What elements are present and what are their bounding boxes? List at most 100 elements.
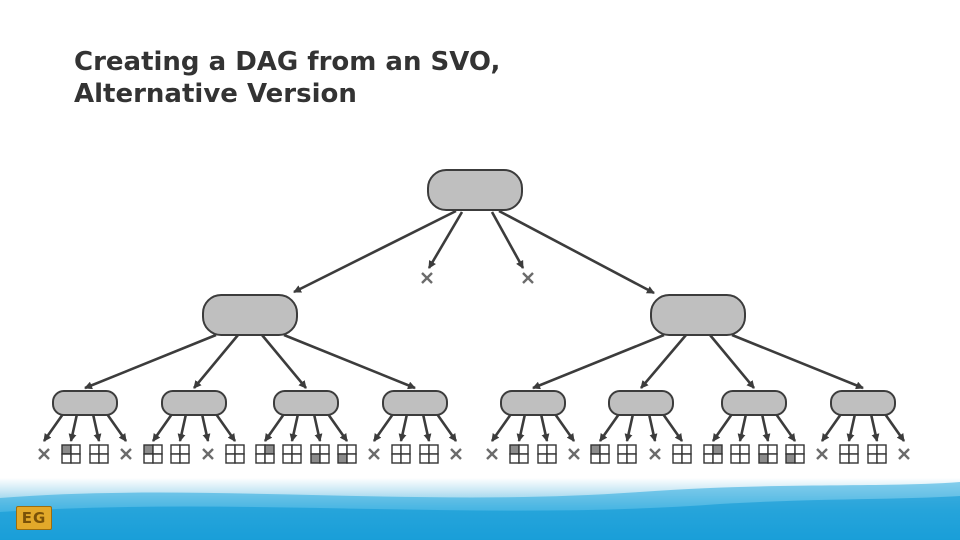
tile-cell: [518, 444, 529, 455]
tile-cell: [590, 444, 601, 455]
edge-level2-to-child: [326, 413, 349, 442]
tile-cell: [143, 444, 154, 455]
empty-marker-stroke: [202, 448, 214, 460]
tile-cell: [98, 453, 109, 464]
tile-cell: [703, 444, 714, 455]
voxel-tile: [391, 444, 411, 464]
tile-cell: [179, 444, 190, 455]
tile-cell: [867, 444, 878, 455]
tile-cell: [848, 453, 859, 464]
edge-level2-to-child: [539, 413, 550, 442]
voxel-tile: [867, 444, 887, 464]
level1-node-B: [650, 294, 746, 336]
edge-level1-to-level2: [260, 334, 308, 389]
empty-marker-stroke: [816, 448, 828, 460]
tile-cell: [319, 444, 330, 455]
voxel-tile: [758, 444, 778, 464]
edge-level2-to-child: [624, 413, 635, 442]
tile-cell: [839, 453, 850, 464]
tile-cell: [712, 453, 723, 464]
tile-cell: [70, 444, 81, 455]
voxel-tile: [310, 444, 330, 464]
empty-child-marker: [202, 448, 214, 460]
empty-child-marker: [486, 448, 498, 460]
tile-cell: [264, 453, 275, 464]
tile-cell: [794, 453, 805, 464]
empty-marker-stroke: [649, 448, 661, 460]
edge-level2-to-child: [68, 413, 79, 442]
tile-cell: [590, 453, 601, 464]
edge-level2-to-child: [883, 413, 906, 442]
tile-cell: [739, 453, 750, 464]
empty-marker-stroke: [120, 448, 132, 460]
edge-level2-to-child: [42, 413, 65, 442]
tile-cell: [712, 444, 723, 455]
tile-cell: [546, 453, 557, 464]
edge-level2-to-child: [516, 413, 527, 442]
edge-level2-to-child: [398, 413, 409, 442]
footer-wave: [0, 482, 960, 540]
tile-cell: [428, 453, 439, 464]
tile-cell: [170, 444, 181, 455]
tile-cell: [839, 444, 850, 455]
level2-node-A2: [161, 390, 227, 416]
tile-cell: [400, 444, 411, 455]
tile-cell: [89, 453, 100, 464]
tile-cell: [785, 444, 796, 455]
edge-level2-to-child: [846, 413, 857, 442]
tile-cell: [537, 453, 548, 464]
tile-cell: [70, 453, 81, 464]
edge-level2-to-child: [177, 413, 188, 442]
tile-cell: [599, 453, 610, 464]
tile-cell: [98, 444, 109, 455]
tile-cell: [428, 444, 439, 455]
empty-child-marker: [120, 448, 132, 460]
tile-cell: [509, 453, 520, 464]
edge-root-to-A: [293, 209, 457, 294]
edge-level2-to-child: [490, 413, 513, 442]
edge-level2-to-child: [435, 413, 458, 442]
tile-cell: [337, 453, 348, 464]
level2-node-A4: [382, 390, 448, 416]
tile-cell: [152, 453, 163, 464]
edge-root-to-empty-1: [427, 211, 464, 269]
empty-child-marker: [522, 272, 534, 284]
voxel-tile: [61, 444, 81, 464]
tile-cell: [291, 453, 302, 464]
voxel-tile: [537, 444, 557, 464]
empty-child-marker: [816, 448, 828, 460]
edge-root-to-B: [498, 209, 655, 295]
tile-cell: [681, 453, 692, 464]
edge-level2-to-child: [289, 413, 300, 442]
voxel-tile: [703, 444, 723, 464]
tile-cell: [170, 453, 181, 464]
tile-cell: [234, 453, 245, 464]
brand-logo: EG: [16, 506, 52, 530]
tile-cell: [848, 444, 859, 455]
empty-child-marker: [421, 272, 433, 284]
voxel-tile: [590, 444, 610, 464]
tile-cell: [346, 453, 357, 464]
tile-cell: [391, 453, 402, 464]
level1-node-A: [202, 294, 298, 336]
edge-level2-to-child: [711, 413, 734, 442]
empty-marker-stroke: [450, 448, 462, 460]
tile-cell: [264, 444, 275, 455]
tile-cell: [509, 444, 520, 455]
empty-marker-stroke: [421, 272, 433, 284]
tile-cell: [767, 444, 778, 455]
tile-cell: [225, 444, 236, 455]
tile-cell: [876, 444, 887, 455]
tile-cell: [152, 444, 163, 455]
voxel-tile: [143, 444, 163, 464]
tile-cell: [617, 453, 628, 464]
edge-level1-to-level2: [708, 334, 756, 389]
tile-cell: [61, 444, 72, 455]
dag-diagram: [38, 169, 910, 464]
tile-cell: [681, 444, 692, 455]
edge-level2-to-child: [869, 413, 880, 442]
voxel-tile: [419, 444, 439, 464]
tile-cell: [626, 453, 637, 464]
leaf-children-layer: [38, 272, 910, 464]
